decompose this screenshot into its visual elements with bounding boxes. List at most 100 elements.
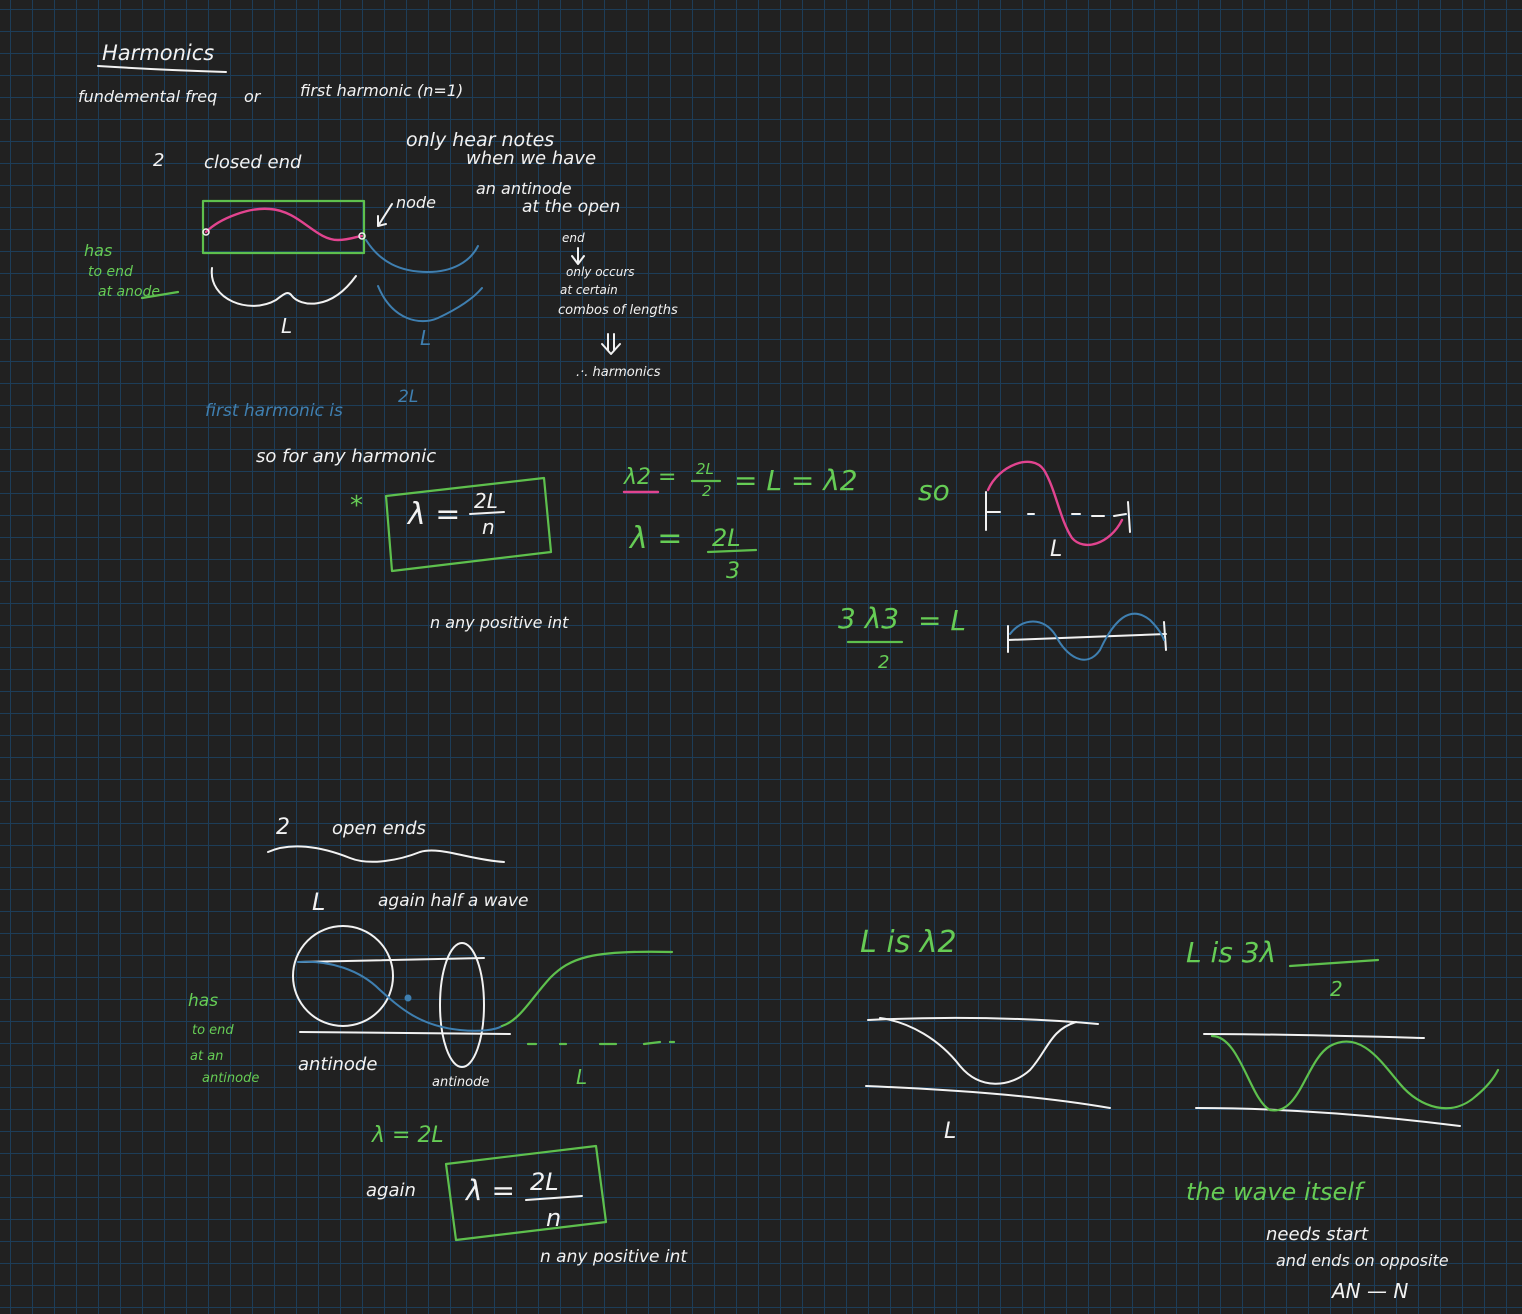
math-line2-lhs: λ = [628, 521, 682, 556]
closed-curve-blue-2 [377, 285, 483, 323]
open-length-label: L [312, 888, 325, 916]
open-side-note-2: to end [192, 1023, 234, 1038]
right-pipe-top [867, 1016, 1099, 1025]
open-formula-lhs: λ = [464, 1174, 515, 1207]
closed-side-underline [140, 290, 180, 300]
implies-arrow [601, 333, 621, 355]
math-line3-den: 2 [878, 652, 889, 673]
open-heading-text: open ends [332, 818, 426, 839]
title-underline [97, 65, 227, 73]
closed-formula-num: 2L [474, 489, 498, 513]
math-line2-num: 2L [712, 524, 741, 552]
fundamental-label: fundemental freq [78, 87, 217, 106]
pink-wave-length: L [1050, 537, 1062, 562]
open-heading-underline [267, 845, 505, 863]
occurs-2: at certain [560, 283, 618, 297]
half-wave-label: again half a wave [378, 891, 529, 911]
math-line3-num: 3 λ3 [838, 602, 899, 635]
explanation-3: an antinode [476, 179, 572, 198]
open-wave-blue [297, 960, 503, 1032]
l-is-lambda2: L is λ2 [860, 925, 957, 960]
open-formula-num: 2L [530, 1168, 559, 1196]
open-wave-dashes [526, 1040, 676, 1046]
math-line1-rhs: = L = λ2 [734, 464, 858, 497]
right-pipe-bottom [865, 1085, 1111, 1109]
closed-pipe-box [201, 199, 366, 255]
math-line1-num: 2L [696, 460, 714, 478]
right2-pipe-bottom [1195, 1107, 1461, 1127]
right2-pipe-top [1203, 1033, 1425, 1039]
closed-length-white: L [281, 314, 292, 338]
pink-wave-ticks [985, 491, 1131, 533]
antinode-right-label: antinode [432, 1075, 489, 1090]
antinode-ellipse-right [439, 942, 485, 1068]
closed-side-note-3: at anode [98, 284, 160, 300]
node-arrow [377, 203, 393, 227]
closed-formula-lhs: λ = [406, 497, 460, 532]
closed-formula-box [384, 476, 553, 573]
open-formula-den: n [546, 1204, 561, 1232]
antinode-circle-left [292, 925, 394, 1027]
antinode-left-label: antinode [298, 1054, 377, 1075]
arrow-down-1 [571, 247, 585, 265]
occurs-3: combos of lengths [558, 303, 678, 318]
explanation-2: when we have [466, 148, 596, 169]
closed-formula-bar [469, 511, 505, 515]
closed-heading-num: 2 [153, 150, 164, 171]
math-so: so [918, 474, 950, 507]
math-line2-den: 3 [726, 559, 740, 584]
math-line1-den: 2 [702, 482, 712, 500]
any-harmonic: so for any harmonic [256, 446, 436, 467]
open-formula-box [444, 1144, 608, 1242]
open-n-note: n any positive int [540, 1247, 688, 1267]
first-harmonic-text: first harmonic is [205, 401, 343, 421]
closed-curve-blue-1 [365, 239, 479, 273]
star-mark: * [350, 491, 363, 521]
node-dot-right [358, 232, 366, 240]
explanation-4: at the open [522, 197, 620, 217]
open-side-note-4: antinode [202, 1071, 259, 1086]
pipe-wave-pink [204, 207, 364, 242]
node-dot-left [202, 228, 210, 236]
again-label: again [366, 1180, 416, 1201]
closed-n-note: n any positive int [430, 613, 569, 632]
open-pipe-top [299, 957, 485, 963]
open-length-green: L [576, 1065, 587, 1089]
first-harmonic-value: 2L [398, 387, 418, 407]
open-wave-green [500, 950, 674, 1028]
wave-note-3: and ends on opposite [1276, 1251, 1449, 1270]
title: Harmonics [102, 41, 214, 65]
explanation-5: end [562, 231, 585, 245]
closed-side-note-1: has [84, 241, 112, 260]
l-is-3lambda-den: 2 [1330, 977, 1343, 1001]
math-line1-lhs: λ2 = [623, 465, 676, 490]
wave-note-1: the wave itself [1186, 1178, 1366, 1206]
open-pipe-bottom [299, 1031, 511, 1035]
wave-note-2: needs start [1266, 1224, 1369, 1245]
closed-curve-white [210, 267, 357, 307]
right2-wave [1210, 1034, 1500, 1112]
open-formula-bar [525, 1195, 583, 1201]
node-label: node [396, 193, 436, 212]
wave-note-4: AN — N [1330, 1279, 1408, 1303]
closed-side-note-2: to end [88, 264, 133, 280]
closed-heading-text: closed end [204, 152, 302, 173]
first-harmonic-label: first harmonic (n=1) [300, 81, 463, 100]
open-side-note-1: has [188, 991, 218, 1011]
closed-length-blue: L [420, 326, 431, 350]
occurs-1: only occurs [566, 265, 635, 279]
blue-wave-axis [1007, 621, 1167, 653]
closed-formula-den: n [482, 515, 495, 539]
math-line3-rhs: = L [918, 604, 966, 637]
right-length-label: L [944, 1119, 956, 1144]
right-half-wave [879, 1017, 1077, 1085]
l-is-3lambda-bar [1288, 958, 1380, 968]
or-label: or [244, 87, 262, 106]
open-wave-dot [404, 994, 412, 1002]
open-lambda-eq: λ = 2L [371, 1123, 444, 1148]
l-is-3lambda: L is 3λ [1186, 936, 1276, 969]
blue-wave [1009, 612, 1165, 661]
therefore-harmonics: .·. harmonics [576, 365, 661, 380]
